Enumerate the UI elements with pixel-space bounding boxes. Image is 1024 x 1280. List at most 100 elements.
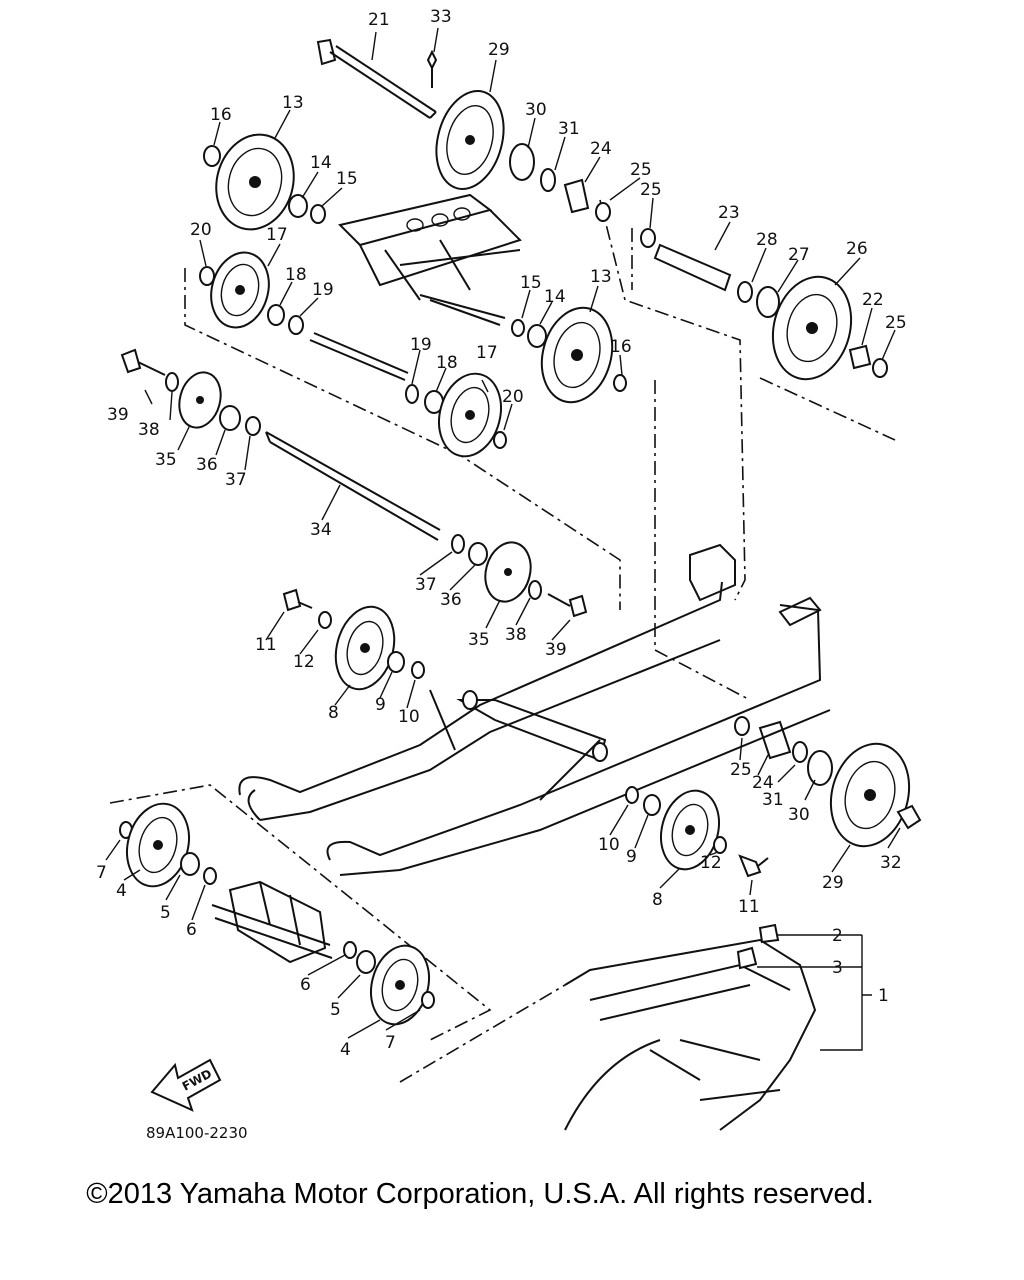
diagram-code: 89A100-2230 — [146, 1124, 248, 1142]
circlip-7-lower — [421, 991, 435, 1009]
circlip-15-left — [310, 204, 326, 224]
callout-25-right-a: 25 — [640, 180, 662, 200]
circlip-10-upper — [411, 661, 425, 679]
callout-25-lower: 25 — [730, 760, 752, 780]
copyright-notice: ©2013 Yamaha Motor Corporation, U.S.A. A… — [86, 1178, 874, 1210]
callout-21: 21 — [368, 10, 390, 30]
leader-lines — [105, 27, 901, 1051]
fwd-arrow: FWD — [150, 1058, 222, 1112]
callout-20-mid: 20 — [502, 387, 524, 407]
rear-suspension-exploded-diagram: FWD 89A100-2230 21 33 29 30 31 24 25 13 … — [96, 7, 922, 1142]
callout-26: 26 — [846, 239, 868, 259]
callout-39-right: 39 — [545, 640, 567, 660]
callout-7-lower: 7 — [385, 1033, 396, 1053]
callout-25-upper: 25 — [630, 160, 652, 180]
callout-10-lower: 10 — [598, 835, 620, 855]
bearing-30-lower — [807, 750, 833, 786]
callout-34: 34 — [310, 520, 332, 540]
callout-36-right: 36 — [440, 590, 462, 610]
bearing-9-upper — [387, 651, 405, 673]
circlip-37-left — [245, 416, 261, 436]
callout-5-upper: 5 — [160, 903, 171, 923]
callout-31-upper: 31 — [558, 119, 580, 139]
circlip-20-mid — [493, 431, 507, 449]
circlip-15-mid — [511, 319, 525, 337]
callout-12-lower: 12 — [700, 853, 722, 873]
callout-4-upper: 4 — [116, 881, 127, 901]
washer-12-lower — [713, 836, 727, 854]
callout-6-lower: 6 — [300, 975, 311, 995]
washer-12-upper — [318, 611, 332, 629]
callout-1: 1 — [878, 986, 889, 1006]
bearing-14-mid — [527, 324, 547, 348]
callout-28: 28 — [756, 230, 778, 250]
lower-left-wheel-assembly — [119, 802, 435, 1026]
callout-13-right: 13 — [590, 267, 612, 287]
callout-37-left: 37 — [225, 470, 247, 490]
washer-38-right — [528, 580, 542, 600]
callout-9-lower: 9 — [626, 847, 637, 867]
left-upper-wheels — [199, 133, 326, 335]
bearing-30-upper — [509, 143, 535, 181]
rear-axle-assembly — [734, 716, 922, 848]
washer-38-left — [165, 372, 179, 392]
callout-7-upper: 7 — [96, 863, 107, 883]
callout-29-upper: 29 — [488, 40, 510, 60]
circlip-31-upper — [540, 168, 556, 192]
washer-25-lower — [734, 716, 750, 736]
callout-19-mid: 19 — [410, 335, 432, 355]
circlip-16-right — [613, 374, 627, 392]
callout-30-lower: 30 — [788, 805, 810, 825]
callout-20-left: 20 — [190, 220, 212, 240]
callout-10-upper: 10 — [398, 707, 420, 727]
callout-3: 3 — [832, 958, 843, 978]
circlip-19-left — [288, 315, 304, 335]
callout-11-upper: 11 — [255, 635, 277, 655]
callout-22: 22 — [862, 290, 884, 310]
callout-30-upper: 30 — [525, 100, 547, 120]
callout-19-left: 19 — [312, 280, 334, 300]
middle-wheel-assembly — [282, 588, 769, 878]
track-clip-2 — [758, 923, 780, 944]
circlip-37-right — [451, 534, 465, 554]
upper-shaft-assembly — [316, 38, 611, 222]
bearing-9-lower — [643, 794, 661, 816]
callout-11-lower: 11 — [738, 897, 760, 917]
callout-38-right: 38 — [505, 625, 527, 645]
circlip-10-lower — [625, 786, 639, 804]
callout-35-left: 35 — [155, 450, 177, 470]
bearing-27 — [756, 286, 780, 318]
callout-8-lower: 8 — [652, 890, 663, 910]
track-clip-3 — [736, 946, 758, 970]
bearing-5-lower — [356, 950, 376, 974]
circlip-19-mid — [405, 384, 419, 404]
bearing-36-left — [219, 405, 241, 431]
circlip-16-left — [203, 145, 221, 167]
callout-32: 32 — [880, 853, 902, 873]
mid-shaft-assembly — [309, 306, 627, 458]
callout-15-mid: 15 — [520, 273, 542, 293]
circlip-20-left — [199, 266, 215, 286]
callout-numbers: 21 33 29 30 31 24 25 13 16 14 15 20 17 1… — [96, 7, 907, 1060]
slide-rail-frame — [238, 543, 831, 876]
callout-18-left: 18 — [285, 265, 307, 285]
circlip-28 — [737, 281, 753, 303]
callout-24-lower: 24 — [752, 773, 774, 793]
callout-37-right: 37 — [415, 575, 437, 595]
callout-39-left: 39 — [107, 405, 129, 425]
callout-4-lower: 4 — [340, 1040, 351, 1060]
track-belt — [564, 923, 817, 1131]
callout-17-left: 17 — [266, 225, 288, 245]
callout-2: 2 — [832, 926, 843, 946]
callout-31-lower: 31 — [762, 790, 784, 810]
washer-25-upper — [595, 202, 611, 222]
callout-5-lower: 5 — [330, 1000, 341, 1020]
callout-14-mid: 14 — [544, 287, 566, 307]
callout-15-left: 15 — [336, 169, 358, 189]
callout-17-mid: 17 — [476, 343, 498, 363]
pivot-arm — [338, 193, 522, 326]
washer-25-right-b — [872, 358, 888, 378]
callout-8-upper: 8 — [328, 703, 339, 723]
circlip-6-upper — [203, 867, 217, 885]
callout-16-right: 16 — [610, 337, 632, 357]
